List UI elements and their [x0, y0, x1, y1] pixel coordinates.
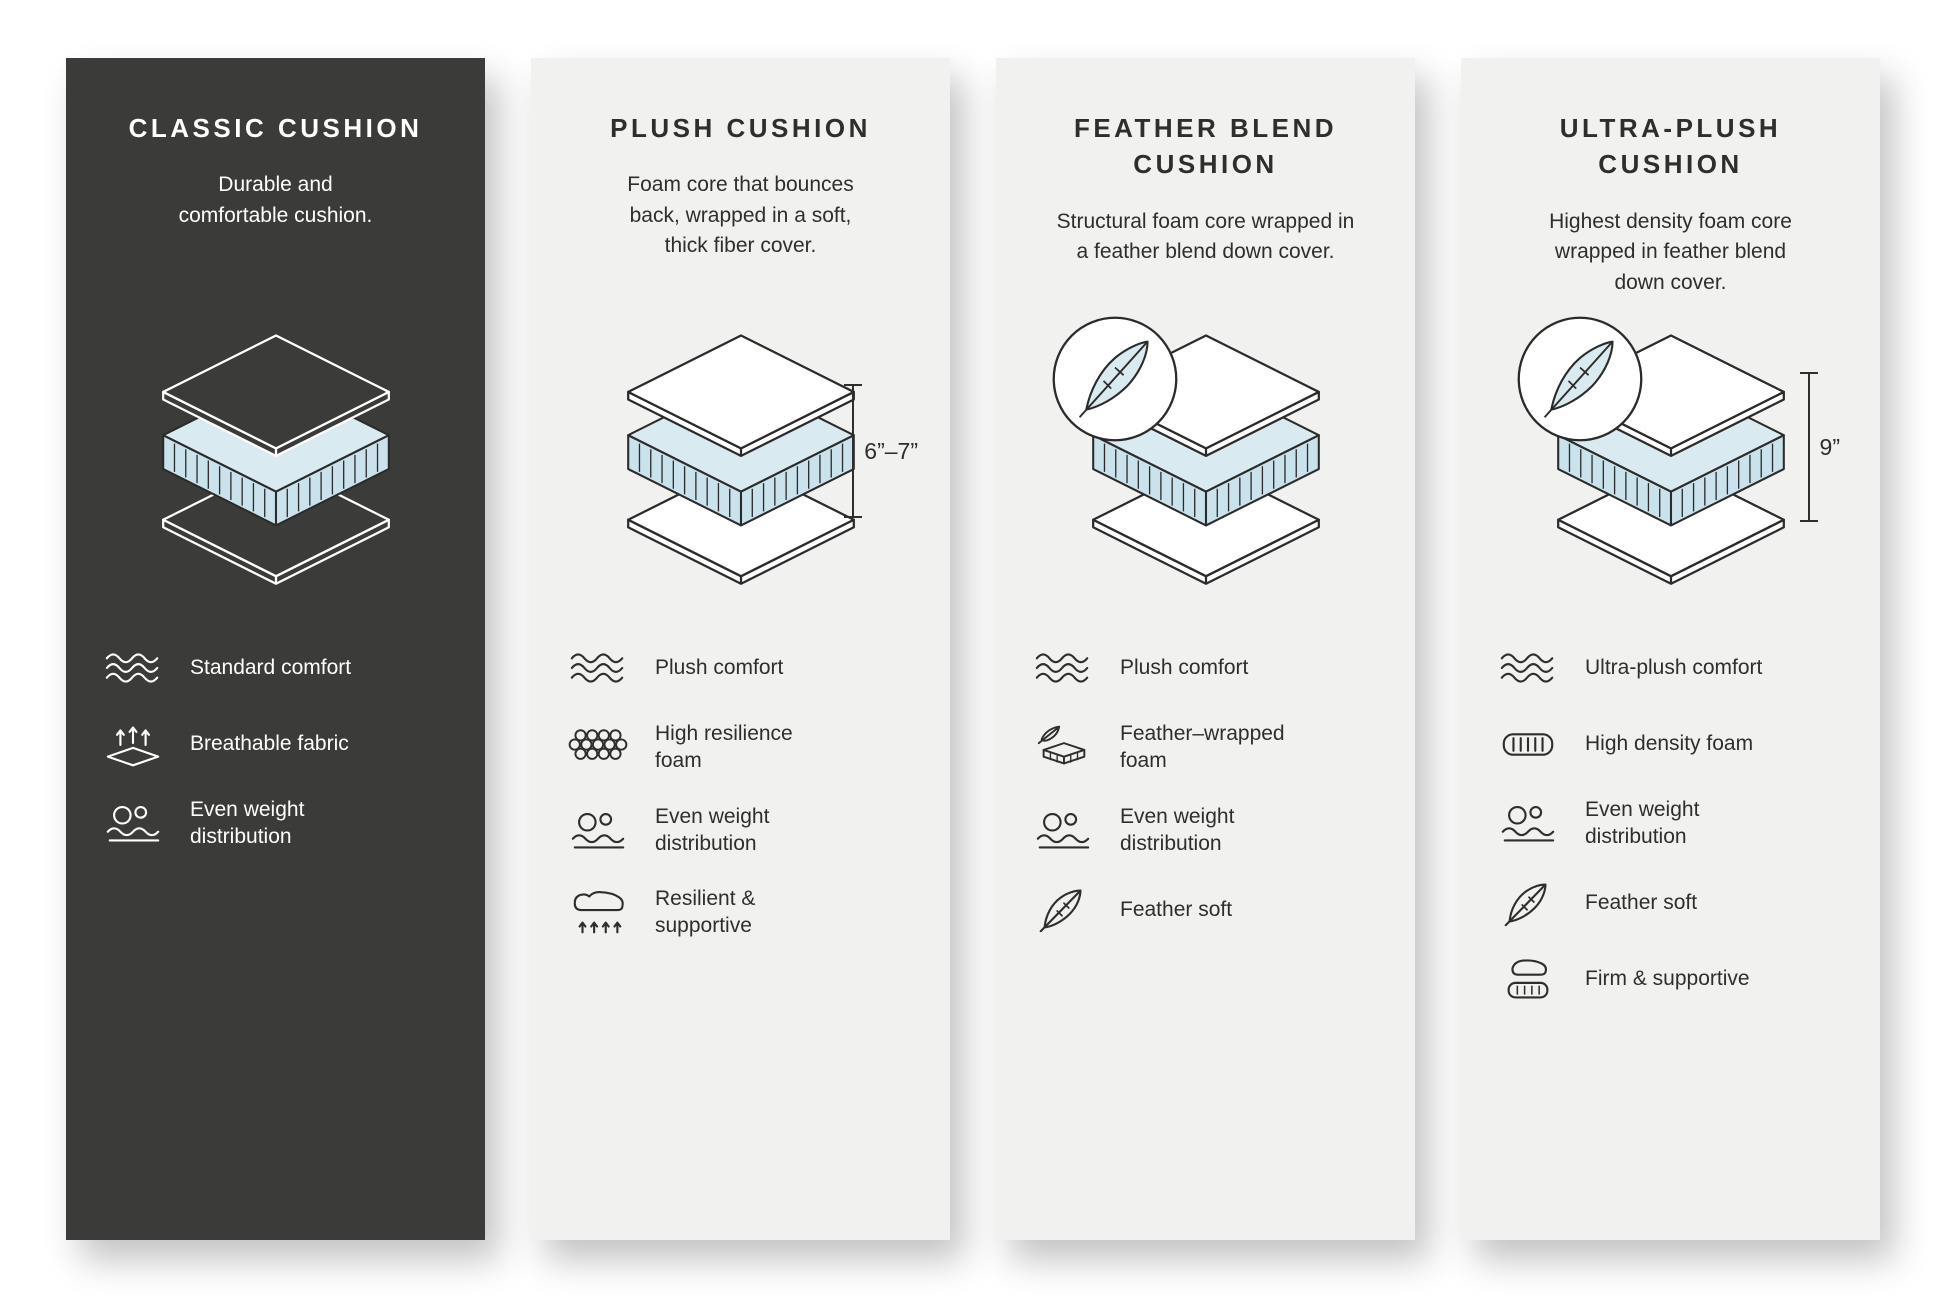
card-header: PLUSH CUSHION Foam core that bounces bac… — [567, 110, 914, 318]
feature-row: Even weight distribution — [102, 796, 449, 851]
comfort-waves-icon — [102, 644, 164, 692]
feature-label: Standard comfort — [190, 656, 352, 680]
comfort-waves-icon — [567, 644, 629, 692]
card-description: Foam core that bounces back, wrapped in … — [627, 173, 854, 258]
comfort-waves-icon — [1497, 644, 1559, 692]
card-title: FEATHER BLEND CUSHION — [1073, 113, 1338, 180]
card-description: Structural foam core wrapped in a feathe… — [1056, 209, 1355, 264]
card-description: Highest density foam core wrapped in fea… — [1549, 209, 1792, 294]
feature-label: Feather soft — [1120, 897, 1233, 921]
cushion-diagram: 6”–7” — [567, 326, 918, 598]
feature-label: High density foam — [1585, 732, 1754, 756]
feature-list: Plush comfort Feather–wrapped foam Even … — [1032, 644, 1379, 933]
feature-row: High resilience foam — [567, 720, 914, 775]
feature-row: Standard comfort — [102, 644, 449, 692]
feature-label: Ultra-plush comfort — [1585, 656, 1763, 680]
measurement-label: 6”–7” — [864, 437, 918, 464]
feature-list: Standard comfort Breathable fabric Even … — [102, 644, 449, 851]
feature-label: Breathable fabric — [190, 732, 349, 756]
card-classic-cushion: CLASSIC CUSHION Durable and comfortable … — [66, 58, 485, 1240]
card-feather-blend-cushion: FEATHER BLEND CUSHION Structural foam co… — [996, 58, 1415, 1240]
card-ultra-plush-cushion: ULTRA-PLUSH CUSHION Highest density foam… — [1461, 58, 1880, 1240]
feature-row: Ultra-plush comfort — [1497, 644, 1844, 692]
card-header: CLASSIC CUSHION Durable and comfortable … — [102, 110, 449, 318]
feature-row: Even weight distribution — [1032, 803, 1379, 858]
feature-row: Plush comfort — [1032, 644, 1379, 692]
firm-support-icon — [1497, 955, 1559, 1003]
breathable-fabric-icon — [102, 720, 164, 768]
feather-foam-icon — [1032, 723, 1094, 771]
weight-distribution-icon — [1497, 799, 1559, 847]
feature-row: Feather–wrapped foam — [1032, 720, 1379, 775]
cushion-diagram: 9” — [1497, 326, 1844, 598]
cushion-layers-art — [600, 326, 882, 597]
feature-label: Even weight distribution — [1120, 804, 1235, 855]
feature-row: Plush comfort — [567, 644, 914, 692]
feature-row: Firm & supportive — [1497, 955, 1844, 1003]
feature-label: Plush comfort — [655, 656, 784, 680]
weight-distribution-icon — [1032, 806, 1094, 854]
card-description: Durable and comfortable cushion. — [178, 173, 373, 227]
weight-distribution-icon — [567, 806, 629, 854]
feather-icon — [1497, 879, 1559, 927]
card-header: FEATHER BLEND CUSHION Structural foam co… — [1032, 110, 1379, 318]
card-title: CLASSIC CUSHION — [128, 113, 423, 143]
height-measurement: 6”–7” — [852, 384, 918, 518]
feather-badge-icon — [1513, 312, 1647, 446]
feature-label: Plush comfort — [1120, 656, 1249, 680]
feature-label: Firm & supportive — [1585, 966, 1750, 990]
cushion-diagram — [1032, 326, 1379, 598]
comfort-waves-icon — [1032, 644, 1094, 692]
feature-row: Even weight distribution — [1497, 796, 1844, 851]
feature-label: Feather–wrapped foam — [1120, 722, 1285, 773]
weight-distribution-icon — [102, 799, 164, 847]
cushion-diagram — [102, 326, 449, 598]
feature-label: Even weight distribution — [1585, 798, 1700, 849]
measurement-label: 9” — [1819, 433, 1840, 460]
feather-badge-icon — [1048, 312, 1182, 446]
feature-list: Ultra-plush comfort High density foam Ev… — [1497, 644, 1844, 1003]
feature-row: Resilient & supportive — [567, 885, 914, 940]
cushion-layers-art — [135, 326, 417, 597]
feature-row: Even weight distribution — [567, 803, 914, 858]
measurement-line — [1807, 372, 1810, 522]
feature-label: Feather soft — [1585, 890, 1698, 914]
feature-row: High density foam — [1497, 720, 1844, 768]
density-foam-icon — [1497, 720, 1559, 768]
card-title: ULTRA-PLUSH CUSHION — [1559, 113, 1782, 180]
resilience-foam-icon — [567, 723, 629, 771]
hand-press-icon — [567, 888, 629, 936]
measurement-line — [852, 384, 855, 518]
card-title: PLUSH CUSHION — [610, 113, 871, 143]
height-measurement: 9” — [1807, 372, 1840, 522]
feature-row: Feather soft — [1497, 879, 1844, 927]
card-header: ULTRA-PLUSH CUSHION Highest density foam… — [1497, 110, 1844, 318]
feature-row: Feather soft — [1032, 885, 1379, 933]
feature-label: Even weight distribution — [655, 804, 770, 855]
feature-label: Resilient & supportive — [655, 887, 756, 938]
card-plush-cushion: PLUSH CUSHION Foam core that bounces bac… — [531, 58, 950, 1240]
feature-row: Breathable fabric — [102, 720, 449, 768]
feather-icon — [1032, 885, 1094, 933]
feature-list: Plush comfort High resilience foam Even … — [567, 644, 914, 940]
feature-label: Even weight distribution — [190, 798, 305, 849]
feature-label: High resilience foam — [655, 722, 793, 773]
